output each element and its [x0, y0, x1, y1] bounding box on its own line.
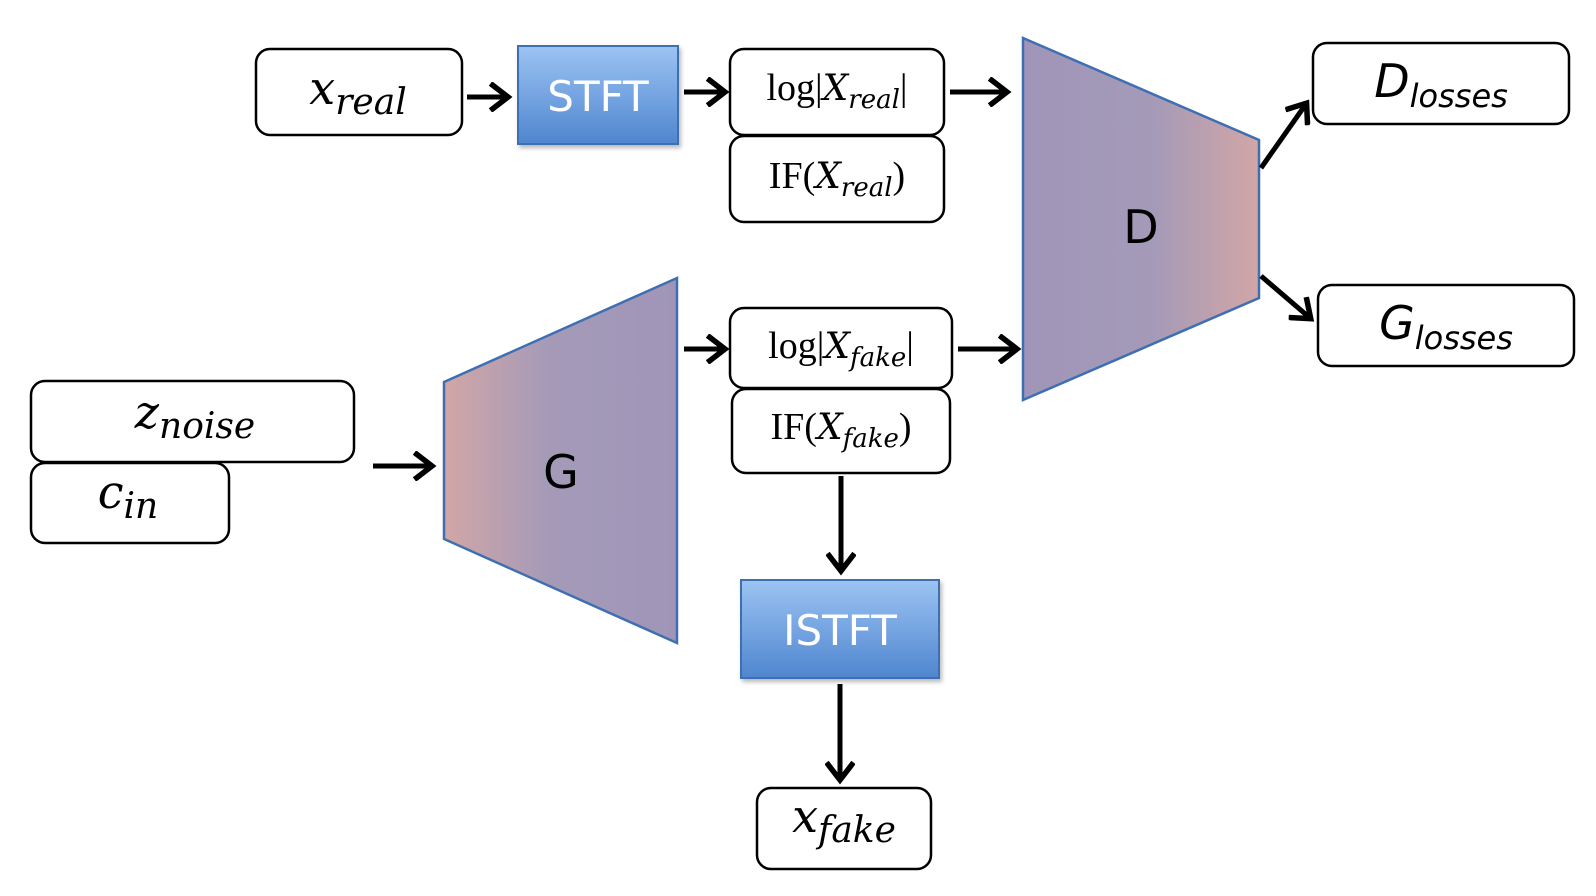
real-log-prefix: log| — [766, 67, 822, 109]
c-in-sub: in — [124, 486, 159, 527]
d-losses-box: Dlosses — [1311, 41, 1571, 126]
z-noise-input-box: znoise — [29, 379, 356, 464]
fake-log-base: X — [821, 326, 851, 367]
svg-text:cin: cin — [98, 465, 158, 527]
fake-inst-freq-box: IF(Xfake) — [730, 387, 952, 475]
fake-log-prefix: log| — [768, 325, 824, 367]
svg-text:xfake: xfake — [792, 789, 896, 851]
c-in-base: c — [98, 465, 124, 519]
fake-log-sub: fake — [848, 343, 906, 373]
real-inst-freq-box: IF(Xreal) — [728, 134, 946, 224]
fake-if-sub: fake — [841, 424, 899, 454]
fake-log-suffix: | — [906, 325, 914, 367]
g-losses-sub: losses — [1415, 319, 1513, 357]
discriminator-label: D — [1123, 200, 1158, 254]
c-in-input-box: cin — [29, 461, 231, 545]
real-if-suffix: ) — [893, 155, 906, 197]
g-losses-box: Glosses — [1316, 283, 1576, 368]
arrow-discriminator-to-d-losses — [1258, 104, 1306, 170]
svg-text:xreal: xreal — [309, 61, 406, 123]
svg-text:Dlosses: Dlosses — [1374, 54, 1508, 115]
svg-text:Glosses: Glosses — [1379, 296, 1513, 357]
real-log-magnitude-box: log|Xreal| — [728, 47, 946, 137]
generator-label: G — [543, 445, 579, 499]
real-log-suffix: | — [900, 67, 908, 109]
istft-block: ISTFT — [740, 579, 940, 679]
istft-label: ISTFT — [783, 606, 897, 655]
g-losses-base: G — [1379, 296, 1415, 350]
fake-if-base: X — [814, 407, 844, 448]
x-fake-sub: fake — [815, 810, 896, 851]
svg-text:znoise: znoise — [134, 385, 255, 447]
stft-label: STFT — [547, 72, 649, 121]
d-losses-sub: losses — [1410, 77, 1508, 115]
discriminator-block: D — [1021, 36, 1261, 402]
z-noise-sub: noise — [159, 406, 255, 447]
fake-if-prefix: IF( — [770, 406, 816, 448]
generator-block: G — [442, 276, 679, 645]
d-losses-base: D — [1374, 54, 1409, 108]
real-if-base: X — [812, 156, 842, 197]
x-real-input-box: xreal — [254, 47, 464, 137]
arrows — [373, 92, 1310, 779]
real-if-sub: real — [841, 173, 893, 203]
real-if-prefix: IF( — [769, 155, 815, 197]
svg-text:log|Xfake|: log|Xfake| — [768, 325, 914, 373]
arrow-discriminator-to-g-losses — [1259, 274, 1310, 318]
fake-if-suffix: ) — [899, 406, 912, 448]
x-fake-output-box: xfake — [755, 786, 933, 871]
x-real-base: x — [309, 61, 335, 115]
z-noise-base: z — [134, 385, 160, 439]
x-fake-base: x — [792, 789, 818, 843]
stft-block: STFT — [517, 45, 679, 145]
svg-text:IF(Xfake): IF(Xfake) — [770, 406, 911, 454]
real-log-sub: real — [848, 85, 900, 115]
svg-text:IF(Xreal): IF(Xreal) — [769, 155, 905, 203]
x-real-sub: real — [335, 82, 407, 123]
fake-log-magnitude-box: log|Xfake| — [728, 306, 954, 390]
real-log-base: X — [820, 68, 850, 109]
svg-text:log|Xreal|: log|Xreal| — [766, 67, 907, 115]
